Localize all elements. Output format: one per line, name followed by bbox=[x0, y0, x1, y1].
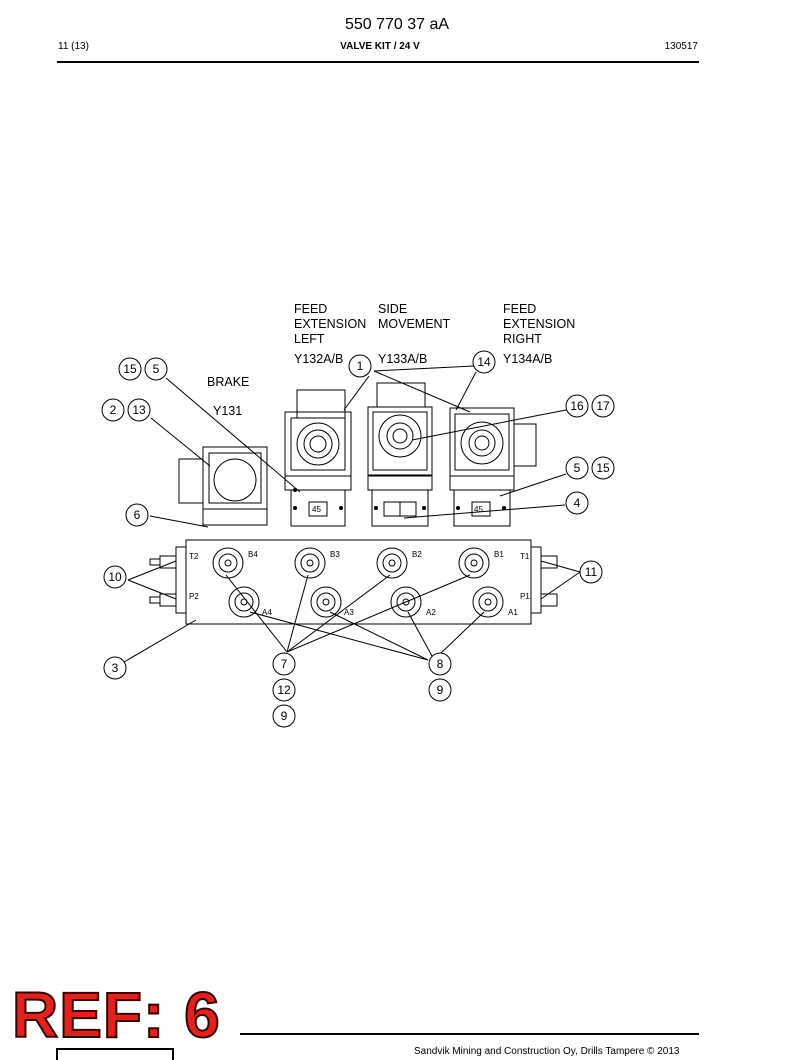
svg-text:9: 9 bbox=[437, 683, 444, 697]
svg-text:7: 7 bbox=[281, 657, 288, 671]
port-label-a1: A1 bbox=[508, 608, 518, 617]
manifold-block bbox=[149, 539, 558, 625]
port-label-p2: P2 bbox=[189, 592, 199, 601]
callout-9: 9 bbox=[272, 704, 296, 728]
port-label-b1: B1 bbox=[494, 550, 504, 559]
valve-left bbox=[284, 389, 352, 527]
header-rule bbox=[57, 61, 699, 63]
callout-10: 10 bbox=[103, 565, 127, 589]
port-label-a3: A3 bbox=[344, 608, 354, 617]
valve-middle bbox=[367, 382, 433, 527]
svg-text:4: 4 bbox=[574, 496, 581, 510]
svg-text:6: 6 bbox=[134, 508, 141, 522]
port-label-b2: B2 bbox=[412, 550, 422, 559]
port-label-t2: T2 bbox=[189, 552, 199, 561]
leader-lines bbox=[123, 365, 581, 663]
callout-5: 5 bbox=[144, 357, 168, 381]
svg-text:5: 5 bbox=[574, 461, 581, 475]
callout-4: 4 bbox=[565, 491, 589, 515]
ref-stamp: REF: 6 bbox=[11, 979, 221, 1051]
callout-6: 6 bbox=[125, 503, 149, 527]
svg-text:45: 45 bbox=[474, 505, 483, 514]
callouts: 15 5 2 13 1 14 16 17 5 15 4 6 10 11 3 7 … bbox=[101, 350, 615, 728]
svg-text:1: 1 bbox=[357, 359, 364, 373]
callout-17: 17 bbox=[591, 394, 615, 418]
callout-8: 8 bbox=[428, 652, 452, 676]
callout-2: 2 bbox=[101, 398, 125, 422]
port-label-a4: A4 bbox=[262, 608, 272, 617]
svg-text:14: 14 bbox=[477, 355, 491, 369]
label-y134: Y134A/B bbox=[503, 352, 553, 366]
svg-text:16: 16 bbox=[570, 399, 584, 413]
document-title: VALVE KIT / 24 V bbox=[340, 41, 420, 52]
label-y131: Y131 bbox=[213, 404, 243, 418]
svg-text:10: 10 bbox=[108, 570, 122, 584]
valve-right bbox=[449, 407, 537, 527]
callout-14: 14 bbox=[472, 350, 496, 374]
svg-text:15: 15 bbox=[596, 461, 610, 475]
label-y133: Y133A/B bbox=[378, 352, 428, 366]
callout-1: 1 bbox=[348, 354, 372, 378]
callout-5b: 5 bbox=[565, 456, 589, 480]
footer-rule bbox=[240, 1033, 699, 1035]
callout-15b: 15 bbox=[591, 456, 615, 480]
document-number: 550 770 37 aA bbox=[344, 16, 450, 33]
port-label-t1: T1 bbox=[520, 552, 530, 561]
callout-11: 11 bbox=[579, 560, 603, 584]
svg-text:15: 15 bbox=[123, 362, 137, 376]
callout-9b: 9 bbox=[428, 678, 452, 702]
port-label-b4: B4 bbox=[248, 550, 258, 559]
svg-text:11: 11 bbox=[585, 565, 598, 579]
svg-text:17: 17 bbox=[596, 399, 610, 413]
port-label-b3: B3 bbox=[330, 550, 340, 559]
port-label-p1: P1 bbox=[520, 592, 530, 601]
svg-text:9: 9 bbox=[281, 709, 288, 723]
label-y132: Y132A/B bbox=[294, 352, 344, 366]
document-date: 130517 bbox=[664, 41, 698, 52]
footer-company: Sandvik Mining and Construction Oy, Dril… bbox=[414, 1046, 680, 1057]
brake-valve bbox=[178, 446, 268, 526]
svg-text:45: 45 bbox=[312, 505, 321, 514]
callout-12: 12 bbox=[272, 678, 296, 702]
callout-15: 15 bbox=[118, 357, 142, 381]
svg-text:8: 8 bbox=[437, 657, 444, 671]
svg-text:5: 5 bbox=[153, 362, 160, 376]
callout-16: 16 bbox=[565, 394, 589, 418]
callout-13: 13 bbox=[127, 398, 151, 422]
callout-3: 3 bbox=[103, 656, 127, 680]
company-logo bbox=[56, 1048, 174, 1060]
svg-text:12: 12 bbox=[277, 683, 291, 697]
callout-7: 7 bbox=[272, 652, 296, 676]
page-number: 11 (13) bbox=[58, 41, 89, 52]
port-label-a2: A2 bbox=[426, 608, 436, 617]
svg-text:2: 2 bbox=[110, 403, 117, 417]
label-brake: BRAKE bbox=[207, 375, 250, 389]
svg-text:13: 13 bbox=[132, 403, 146, 417]
port-labels: B4 B3 B2 B1 A4 A3 A2 A1 T2 P2 T1 P1 bbox=[189, 550, 530, 617]
svg-text:3: 3 bbox=[112, 661, 119, 675]
